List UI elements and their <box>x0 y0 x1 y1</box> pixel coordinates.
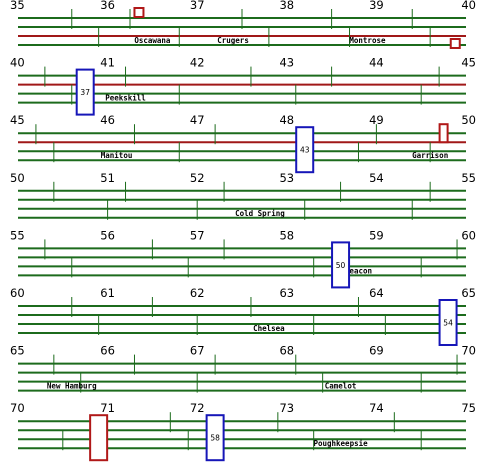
signal-box[interactable] <box>205 414 225 462</box>
milepost-label: 49 <box>369 113 384 127</box>
signal-box[interactable] <box>331 241 351 289</box>
marker-box[interactable] <box>89 414 109 462</box>
milepost-label: 67 <box>190 344 205 358</box>
milepost-label: 56 <box>100 228 115 242</box>
milepost-label: 60 <box>461 228 476 242</box>
milepost-label: 73 <box>279 401 294 415</box>
station-label: Chelsea <box>253 324 285 333</box>
milepost-label: 75 <box>461 401 476 415</box>
marker-box[interactable] <box>449 38 461 49</box>
signal-label: 37 <box>80 88 90 97</box>
milepost-label: 69 <box>369 344 384 358</box>
milepost-label: 55 <box>10 228 25 242</box>
milepost-label: 68 <box>279 344 294 358</box>
station-label: Oscawana <box>134 36 171 45</box>
milepost-label: 39 <box>369 0 384 12</box>
milepost-label: 42 <box>190 56 205 70</box>
milepost-label: 55 <box>461 171 476 185</box>
milepost-label: 62 <box>190 286 205 300</box>
milepost-label: 59 <box>369 228 384 242</box>
station-label: Camelot <box>325 382 357 391</box>
milepost-label: 53 <box>279 171 294 185</box>
milepost-label: 45 <box>10 113 25 127</box>
milepost-label: 65 <box>461 286 476 300</box>
milepost-label: 46 <box>100 113 115 127</box>
signal-box[interactable] <box>75 68 95 116</box>
milepost-label: 35 <box>10 0 25 12</box>
milepost-label: 50 <box>10 171 25 185</box>
milepost-label: 37 <box>190 0 205 12</box>
signal-label: 58 <box>210 434 220 443</box>
milepost-label: 45 <box>461 56 476 70</box>
milepost-label: 38 <box>279 0 294 12</box>
milepost-label: 57 <box>190 228 205 242</box>
milepost-label: 54 <box>369 171 384 185</box>
signal-box[interactable] <box>295 126 315 174</box>
station-label: Cold Spring <box>235 209 285 218</box>
milepost-label: 64 <box>369 286 384 300</box>
milepost-label: 40 <box>10 56 25 70</box>
station-label: Manitou <box>101 151 133 160</box>
milepost-label: 47 <box>190 113 205 127</box>
station-label: New Hamburg <box>47 382 97 391</box>
station-label: Garrison <box>412 151 448 160</box>
milepost-label: 40 <box>461 0 476 12</box>
signal-label: 54 <box>443 319 453 328</box>
station-label: Poughkeepsie <box>313 439 368 448</box>
milepost-label: 60 <box>10 286 25 300</box>
milepost-label: 41 <box>100 56 115 70</box>
marker-box[interactable] <box>133 7 145 18</box>
milepost-label: 74 <box>369 401 384 415</box>
station-label: Montrose <box>349 36 386 45</box>
milepost-label: 36 <box>100 0 115 12</box>
milepost-label: 65 <box>10 344 25 358</box>
milepost-label: 63 <box>279 286 294 300</box>
signal-label: 43 <box>300 146 310 155</box>
marker-box[interactable] <box>438 123 449 144</box>
signal-label: 50 <box>336 261 346 270</box>
milepost-label: 50 <box>461 113 476 127</box>
milepost-label: 44 <box>369 56 384 70</box>
milepost-label: 70 <box>10 401 25 415</box>
station-label: Beacon <box>345 266 372 275</box>
signal-box[interactable] <box>438 299 458 346</box>
milepost-label: 51 <box>100 171 115 185</box>
milepost-label: 48 <box>279 113 294 127</box>
milepost-label: 61 <box>100 286 115 300</box>
milepost-label: 43 <box>279 56 294 70</box>
milepost-label: 58 <box>279 228 294 242</box>
milepost-label: 72 <box>190 401 205 415</box>
station-label: Peekskill <box>105 94 146 103</box>
station-label: Crugers <box>217 36 249 45</box>
milepost-label: 70 <box>461 344 476 358</box>
milepost-label: 71 <box>100 401 115 415</box>
milepost-label: 66 <box>100 344 115 358</box>
milepost-label: 52 <box>190 171 205 185</box>
